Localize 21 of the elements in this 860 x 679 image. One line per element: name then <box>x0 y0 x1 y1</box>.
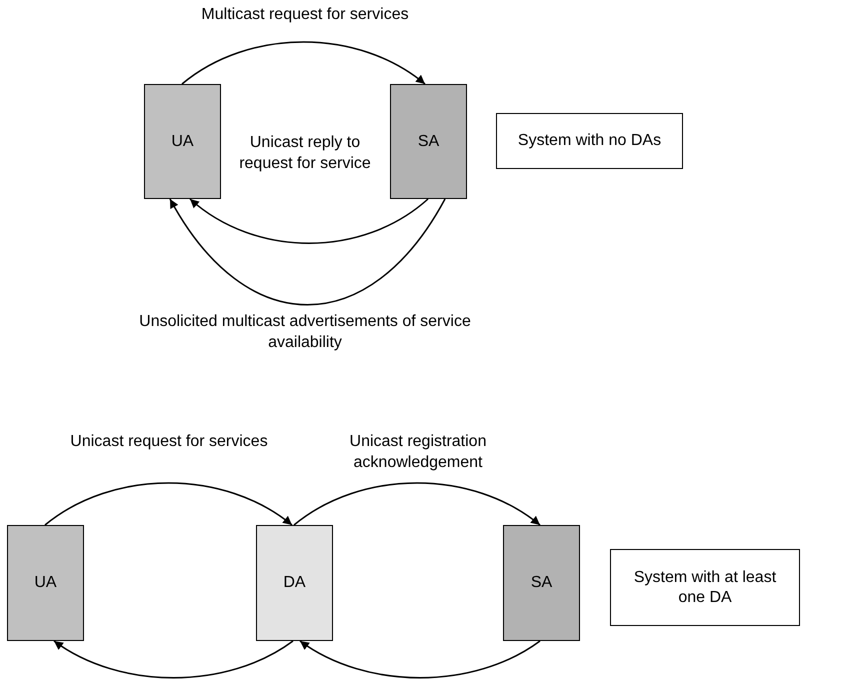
caption-box <box>496 113 683 169</box>
agent-box <box>503 525 580 641</box>
curved-arrow <box>300 640 540 678</box>
node-label: SA <box>530 573 554 593</box>
node-label: UA <box>170 132 195 152</box>
agent-box <box>144 84 221 199</box>
caption-box <box>610 549 800 626</box>
node-label: System with at least one DA <box>632 568 778 608</box>
curved-arrow <box>294 482 540 526</box>
curved-arrow <box>44 482 292 526</box>
agent-box <box>390 84 467 199</box>
node-label: UA <box>33 573 58 593</box>
curved-arrow <box>190 198 428 244</box>
curved-arrow <box>54 640 294 678</box>
agent-box <box>256 525 333 641</box>
node-label: System with no DAs <box>516 131 662 151</box>
agent-box <box>7 525 84 641</box>
curved-arrow <box>169 198 446 306</box>
curved-arrow <box>182 41 426 85</box>
node-label: DA <box>282 573 307 593</box>
node-label: SA <box>416 132 440 152</box>
